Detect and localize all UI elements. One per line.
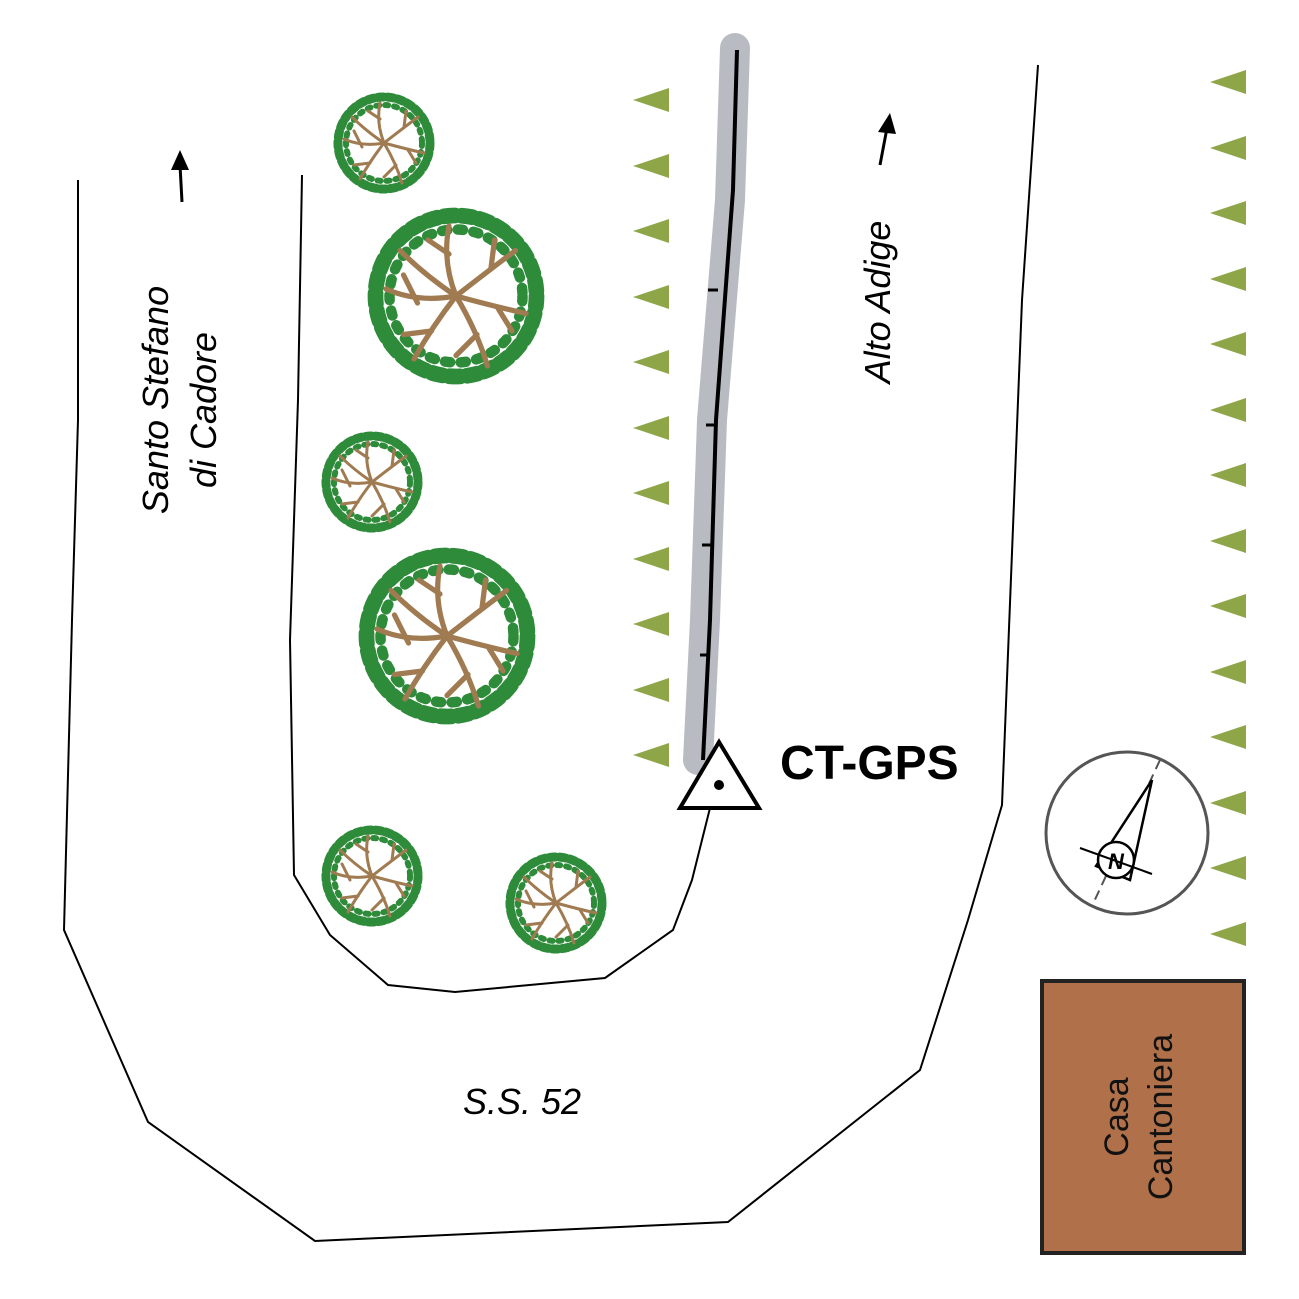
slope-marker-icon bbox=[633, 612, 669, 636]
slope-marker-icon bbox=[633, 416, 669, 440]
slope-marker-icon bbox=[1210, 725, 1246, 749]
slope-marker-icon bbox=[1210, 463, 1246, 487]
building-label-line1: Casa bbox=[1098, 1077, 1136, 1156]
slope-markers-outer bbox=[1210, 70, 1246, 946]
slope-marker-icon bbox=[1210, 332, 1246, 356]
slope-marker-icon bbox=[633, 219, 669, 243]
slope-marker-icon bbox=[1210, 529, 1246, 553]
slope-marker-icon bbox=[633, 547, 669, 571]
crack-line bbox=[701, 49, 739, 761]
slope-marker-icon bbox=[1210, 922, 1246, 946]
slope-marker-icon bbox=[1210, 791, 1246, 815]
road-label-left: Santo Stefano bbox=[135, 286, 176, 514]
road-inner-edge bbox=[288, 174, 711, 994]
tree-icon bbox=[510, 857, 602, 949]
slope-marker-icon bbox=[633, 285, 669, 309]
road-edges bbox=[62, 64, 1039, 1243]
slope-marker-icon bbox=[633, 743, 669, 767]
tree-icon bbox=[326, 436, 418, 528]
direction-arrow-icon bbox=[171, 150, 189, 203]
slope-marker-icon bbox=[633, 88, 669, 112]
slope-marker-icon bbox=[1210, 136, 1246, 160]
tree-icon bbox=[338, 97, 430, 189]
gps-station-icon bbox=[676, 738, 763, 810]
slope-marker-icon bbox=[1210, 267, 1246, 291]
tree-icon bbox=[376, 216, 537, 377]
direction-arrow-icon bbox=[878, 113, 896, 166]
road-label-bottom: S.S. 52 bbox=[463, 1081, 581, 1122]
tree-icon bbox=[367, 556, 528, 717]
road-outer-edge-left bbox=[62, 64, 1039, 1243]
slope-marker-icon bbox=[1210, 856, 1246, 880]
building-casa-cantoniera: Casa Cantoniera bbox=[1040, 979, 1246, 1255]
tree-icon bbox=[326, 830, 418, 922]
slope-markers-inner bbox=[633, 88, 669, 767]
road-label-right: Alto Adige bbox=[857, 221, 898, 386]
slope-marker-icon bbox=[1210, 201, 1246, 225]
station-label: CT-GPS bbox=[780, 737, 959, 790]
slope-marker-icon bbox=[1210, 398, 1246, 422]
north-arrow-icon: N bbox=[1044, 750, 1210, 916]
slope-marker-icon bbox=[1210, 70, 1246, 94]
road-label-left-2: di Cadore bbox=[183, 332, 224, 488]
slope-marker-icon bbox=[633, 350, 669, 374]
slope-marker-icon bbox=[1210, 594, 1246, 618]
slope-marker-icon bbox=[633, 678, 669, 702]
slope-marker-icon bbox=[633, 154, 669, 178]
building-label-line2: Cantoniera bbox=[1142, 1034, 1180, 1200]
crack-ticks bbox=[700, 288, 718, 657]
north-label: N bbox=[1108, 849, 1125, 874]
slope-marker-icon bbox=[1210, 660, 1246, 684]
slope-marker-icon bbox=[633, 481, 669, 505]
crack-band bbox=[683, 33, 750, 775]
